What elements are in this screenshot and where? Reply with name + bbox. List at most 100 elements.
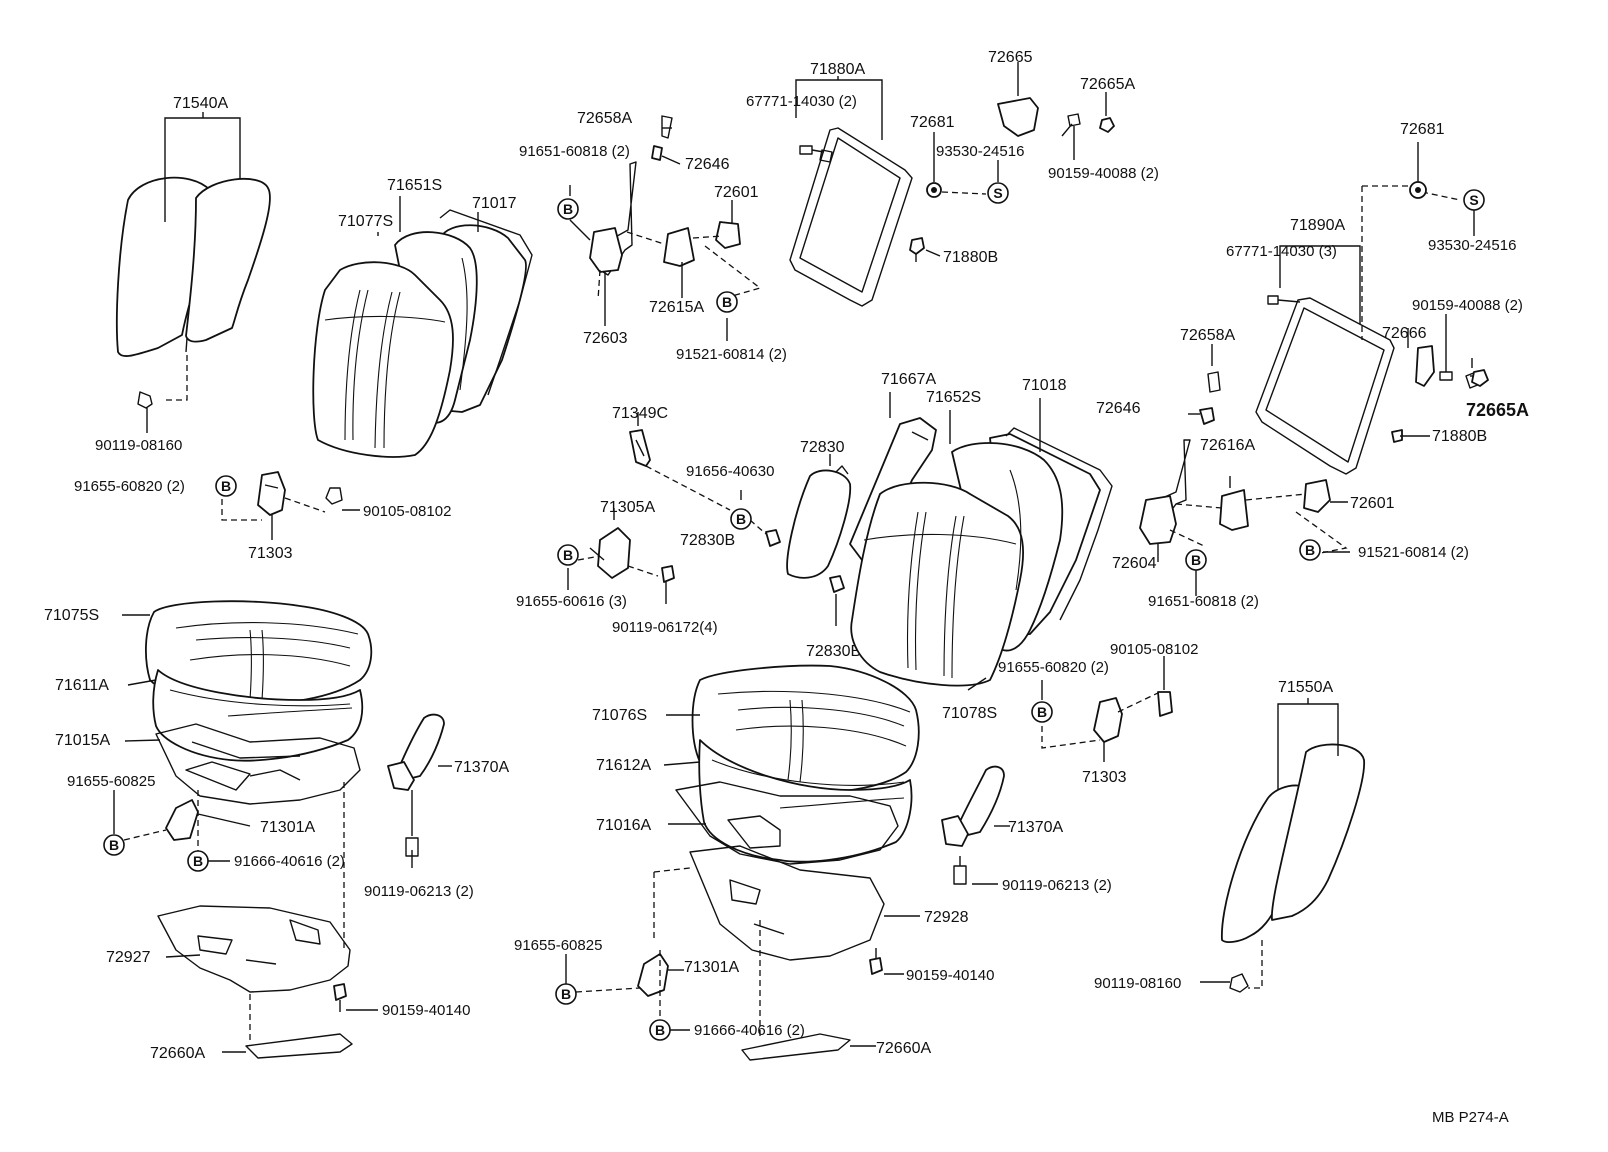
label-71890A: 71890A [1290,217,1345,234]
label-72646-right: 72646 [1096,400,1141,417]
svg-text:B: B [563,201,573,217]
bracket-71301A-left [113,782,345,952]
svg-text:B: B [1037,704,1047,720]
label-71075S: 71075S [44,607,99,624]
hinge-71303-right [1041,656,1173,762]
bracket-71301A-center [565,920,904,1061]
label-71540A: 71540A [173,95,228,112]
armrest-71550A [1200,698,1365,993]
label-72616A: 72616A [1200,437,1255,454]
diagram-reference-code: MB P274-A [1432,1109,1509,1126]
label-90119-08160-right: 90119-08160 [1094,975,1181,992]
label-91521-60814-right: 91521-60814 (2) [1358,544,1469,561]
label-71667A: 71667A [881,371,936,388]
label-91651-60818-right: 91651-60818 (2) [1148,593,1259,610]
label-90119-06213-left: 90119-06213 (2) [364,883,474,900]
armrest-71540A [115,112,271,409]
label-91655-60616: 91655-60616 (3) [516,593,627,610]
label-71016A: 71016A [596,817,651,834]
label-90105-08102-right: 90105-08102 [1110,641,1198,658]
label-91666-40616-left: 91666-40616 (2) [234,853,345,870]
svg-text:B: B [1305,542,1315,558]
label-71017: 71017 [472,195,517,212]
label-71651S: 71651S [387,177,442,194]
label-71018: 71018 [1022,377,1067,394]
svg-text:B: B [221,478,231,494]
label-71305A: 71305A [600,499,655,516]
label-72681-right: 72681 [1400,121,1445,138]
label-72665A-center: 72665A [1080,76,1135,93]
b-marker: B [1185,549,1207,571]
belt-71370A-left [387,713,452,868]
seatback-center [849,392,1113,691]
label-71612A: 71612A [596,757,651,774]
cover-72927 [157,905,378,1059]
b-marker: B [1031,701,1053,723]
svg-text:B: B [655,1022,665,1038]
label-71880A: 71880A [810,61,865,78]
label-72604: 72604 [1112,555,1157,572]
label-71077S: 71077S [338,213,393,230]
hinge-71303-left [221,471,360,540]
label-72666: 72666 [1382,325,1427,342]
label-72660A-center: 72660A [876,1040,931,1057]
seat-cushion-center [653,664,920,961]
label-71303-right: 71303 [1082,769,1127,786]
fasteners-72681-cluster [926,62,1115,198]
svg-text:B: B [736,511,746,527]
s-marker: S [987,182,1009,204]
label-71370A-right: 71370A [1008,819,1063,836]
label-71015A: 71015A [55,732,110,749]
label-91651-60818-center: 91651-60818 (2) [519,143,630,160]
svg-text:B: B [193,853,203,869]
label-72658A-right: 72658A [1180,327,1235,344]
label-71076S: 71076S [592,707,647,724]
svg-text:B: B [1191,552,1201,568]
label-90159-40088-right: 90159-40088 (2) [1412,297,1523,314]
label-72681-center: 72681 [910,114,955,131]
label-71652S: 71652S [926,389,981,406]
label-71880B-center: 71880B [943,249,998,266]
label-72660A-left: 72660A [150,1045,205,1062]
b-marker: B [187,850,209,872]
label-91655-60820-right: 91655-60820 (2) [998,659,1109,676]
label-91655-60825-left: 91655-60825 [67,773,155,790]
b-marker: B [103,834,125,856]
label-91655-60825-center: 91655-60825 [514,937,602,954]
recliner-right-group [1139,344,1350,596]
label-90159-40140-left: 90159-40140 [382,1002,470,1019]
label-91656-40630: 91656-40630 [686,463,774,480]
label-72830B-lower: 72830B [806,643,861,660]
label-71303-left: 71303 [248,545,293,562]
label-72646-center: 72646 [685,156,730,173]
label-67771-14030-left: 67771-14030 (2) [746,93,857,110]
label-71301A-left: 71301A [260,819,315,836]
label-91655-60820-left: 91655-60820 (2) [74,478,185,495]
label-71370A-left: 71370A [454,759,509,776]
label-90119-08160: 90119-08160 [95,437,182,454]
label-90159-40088-center: 90159-40088 (2) [1048,165,1159,182]
belt-71370A-right [941,765,1010,885]
b-marker: B [1299,539,1321,561]
label-91521-60814-center: 91521-60814 (2) [676,346,787,363]
label-72928: 72928 [924,909,969,926]
b-marker: B [716,291,738,313]
svg-text:B: B [109,837,119,853]
label-72830B-upper: 72830B [680,532,735,549]
label-93530-24516-right: 93530-24516 [1428,237,1516,254]
label-72665: 72665 [988,49,1033,66]
label-67771-14030-right: 67771-14030 (3) [1226,243,1337,260]
label-90119-06172: 90119-06172(4) [612,619,718,636]
label-71880B-right: 71880B [1432,428,1487,445]
svg-text:S: S [993,185,1002,201]
b-marker: B [557,198,579,220]
bracket-71305A-group [567,412,781,604]
label-72927: 72927 [106,949,151,966]
label-71611A: 71611A [55,677,109,694]
svg-text:B: B [561,986,571,1002]
b-marker: B [215,475,237,497]
label-72830: 72830 [800,439,845,456]
label-72601-right: 72601 [1350,495,1395,512]
b-marker: B [555,983,577,1005]
